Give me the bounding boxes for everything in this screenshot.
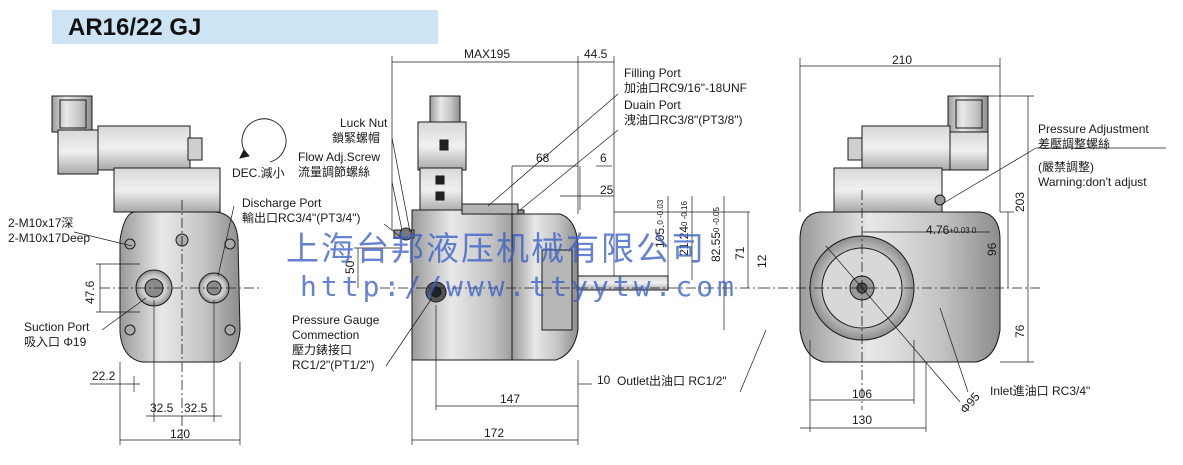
- dim-96: 96: [985, 242, 999, 256]
- lock-nut-label-cn: 鎖緊螺帽: [332, 131, 381, 145]
- warning-label-en: Warning:don't adjust: [1038, 175, 1147, 189]
- right-valve-block: [833, 167, 943, 213]
- dim-25: 25: [600, 183, 614, 197]
- left-pump-body: [119, 211, 241, 363]
- right-connector: [947, 95, 989, 133]
- inlet-label: Inlet進油口 RC3/4": [990, 384, 1091, 398]
- left-solenoid: [97, 125, 191, 171]
- warning-label-cn: (嚴禁調整): [1038, 160, 1094, 174]
- left-valve-block: [113, 167, 221, 213]
- dec-label: DEC.減小: [232, 166, 285, 180]
- right-view: [760, 58, 1166, 432]
- watermark-company: 上海台邦液压机械有限公司: [286, 229, 706, 268]
- gauge-label-1: Pressure Gauge: [292, 313, 380, 327]
- gauge-thread-label: RC1/2"(PT1/2"): [292, 358, 375, 372]
- left-solenoid-cap: [57, 129, 99, 175]
- dim-203: 203: [1013, 191, 1027, 212]
- title-bar: AR16/22 GJ: [52, 10, 438, 44]
- flow-adj-label-cn: 流量調節螺絲: [298, 165, 371, 179]
- dim-147: 147: [500, 392, 521, 406]
- dim-44-5: 44.5: [584, 47, 608, 61]
- dim-6: 6: [600, 151, 607, 165]
- page-title: AR16/22 GJ: [68, 14, 202, 41]
- dim-32-5-right: 32.5: [184, 401, 208, 415]
- left-view: [51, 95, 287, 445]
- filling-port-label-cn: 加油口RC9/16"-18UNF: [624, 81, 747, 95]
- dim-106: 106: [852, 387, 873, 401]
- right-solenoid: [861, 125, 951, 171]
- thread-label-en: 2-M10x17Deep: [8, 231, 91, 245]
- lock-nut-label: Luck Nut: [340, 116, 388, 130]
- dim-12: 12: [755, 254, 769, 268]
- dim-47-6: 47.6: [83, 280, 97, 304]
- discharge-port-label: Discharge Port: [242, 196, 322, 210]
- dim-71: 71: [733, 246, 747, 260]
- drain-port-label-cn: 洩油口RC3/8"(PT3/8"): [624, 113, 743, 127]
- dim-10: 10: [597, 373, 611, 387]
- middle-connector: [429, 95, 461, 123]
- watermark-url: http://www.ttyytw.com: [300, 270, 739, 303]
- gauge-label-2: Commection: [292, 328, 360, 342]
- flow-adj-label: Flow Adj.Screw: [298, 150, 381, 164]
- pressure-adj-label: Pressure Adjustment: [1038, 122, 1149, 136]
- discharge-port-label-cn: 輸出口RC3/4"(PT3/4"): [242, 211, 361, 225]
- dim-max195: MAX195: [464, 47, 511, 61]
- suction-port-label-cn: 吸入口 Φ19: [24, 335, 87, 349]
- dim-82-55: 82.550 -0.05: [709, 207, 723, 262]
- dim-130: 130: [852, 413, 873, 427]
- outlet-label: Outlet出油口 RC1/2": [617, 374, 727, 388]
- dim-76: 76: [1013, 324, 1027, 338]
- drain-port-label: Duain Port: [624, 98, 681, 112]
- thread-label-cn: 2-M10x17深: [8, 216, 74, 230]
- dim-120: 120: [170, 427, 191, 441]
- dim-172: 172: [484, 426, 505, 440]
- dim-32-5-left: 32.5: [150, 401, 174, 415]
- dim-68: 68: [536, 151, 550, 165]
- middle-shaft: [577, 275, 669, 291]
- dim-22-2: 22.2: [92, 369, 116, 383]
- filling-port-label: Filling Port: [624, 66, 681, 80]
- dim-210: 210: [892, 53, 913, 67]
- dim-4-76: 4.76+0.03 0: [926, 223, 977, 237]
- pressure-adj-label-cn: 差壓調整螺絲: [1038, 137, 1111, 151]
- middle-view: [354, 56, 767, 445]
- suction-port-label: Suction Port: [24, 320, 90, 334]
- gauge-label-cn: 壓力錶接口: [292, 343, 353, 357]
- middle-valve: [419, 167, 463, 213]
